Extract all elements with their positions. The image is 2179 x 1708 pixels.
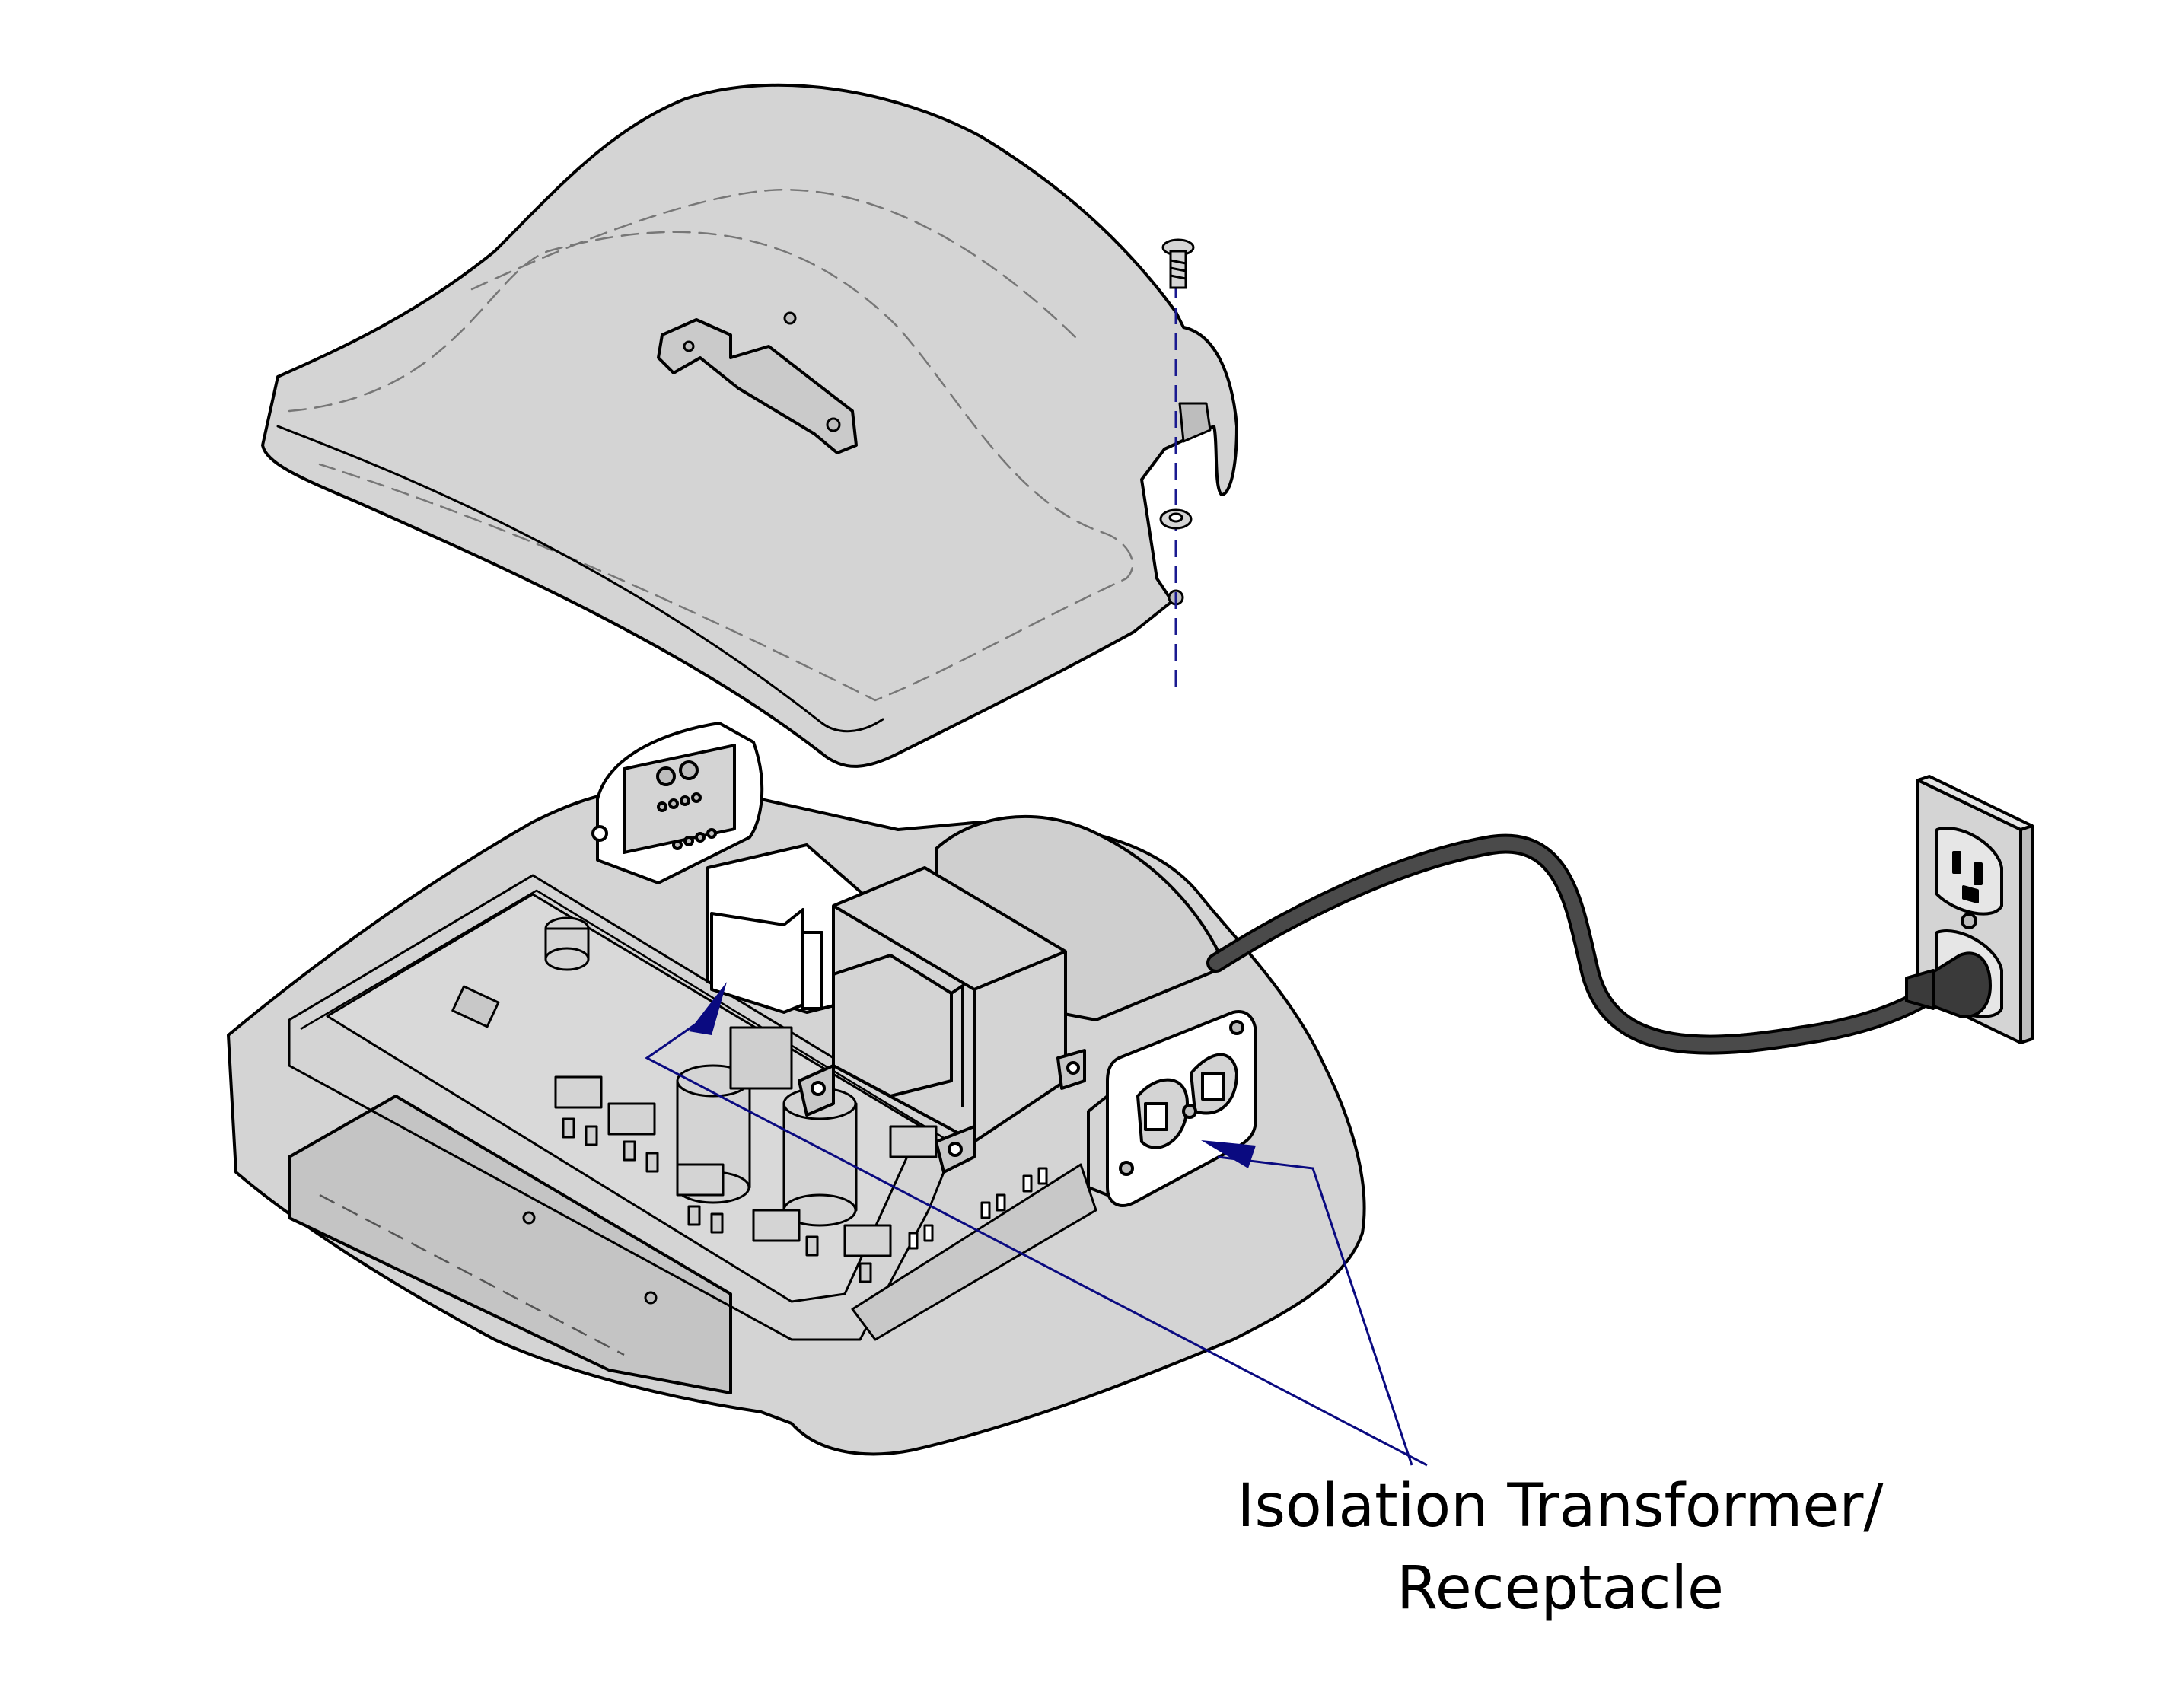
small-transformer <box>706 843 869 1014</box>
washer-icon <box>1159 508 1193 530</box>
top-cover <box>261 83 1238 768</box>
isolation-transformer <box>798 866 1086 1174</box>
capacitor <box>782 1087 858 1227</box>
callout-label-line-1: Isolation Transformer/ <box>1237 1472 1884 1541</box>
arrowhead-receptacle <box>1201 1140 1256 1168</box>
receptacle <box>1087 1010 1257 1207</box>
callout-label-line-2: Receptacle <box>1397 1554 1724 1623</box>
capacitor <box>544 916 590 971</box>
arrowhead-transformer <box>689 982 727 1035</box>
screw-icon <box>1161 238 1195 289</box>
power-cord <box>1206 833 1947 1055</box>
plug-icon <box>1905 951 1992 1018</box>
circuit-board <box>326 893 1097 1341</box>
terminal-block <box>591 722 764 884</box>
